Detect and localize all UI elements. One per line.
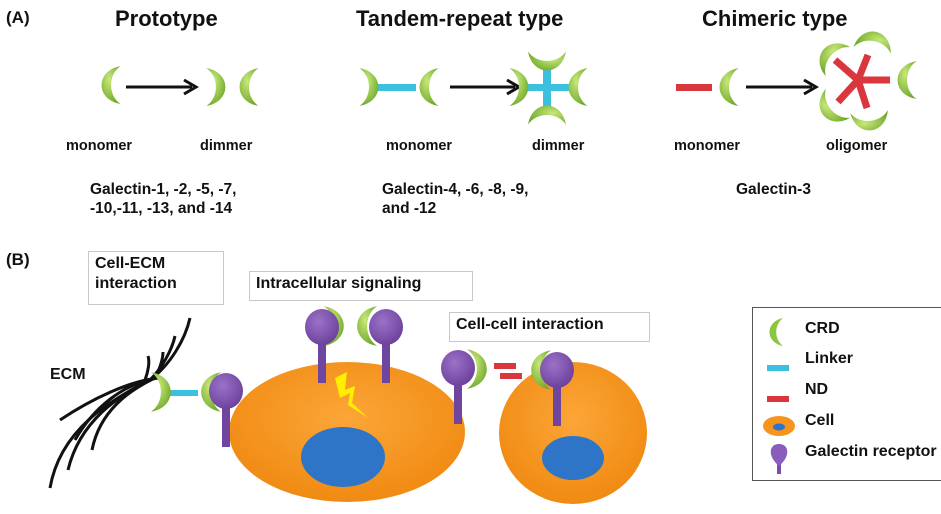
prototype-members-line1: Galectin-1, -2, -5, -7, — [90, 181, 237, 198]
arrow-prototype — [126, 78, 199, 96]
tandem-members-line2: and -12 — [382, 200, 437, 217]
chimeric-members-line1: Galectin-3 — [736, 181, 811, 198]
legend: CRD Linker ND Cell Galectin receptor — [752, 307, 941, 481]
cell-cell-galectin — [441, 349, 574, 426]
callout-cell-cell: Cell-cell interaction — [449, 312, 650, 342]
prototype-dimer-label: dimmer — [200, 138, 253, 154]
chimeric-oligomer — [832, 53, 890, 110]
chimeric-title: Chimeric type — [702, 6, 848, 31]
panel-b-label: (B) — [6, 250, 30, 269]
prototype-members-line2: -10,-11, -13, and -14 — [90, 200, 233, 217]
cell-ecm-galectin — [151, 372, 243, 447]
prototype-monomer-label: monomer — [66, 138, 133, 154]
legend-label-crd: CRD — [805, 320, 840, 337]
prototype-monomer — [101, 66, 121, 104]
tandem-members: Galectin-4, -6, -8, -9, and -12 — [382, 180, 528, 218]
legend-label-cell: Cell — [805, 412, 835, 429]
tandem-title: Tandem-repeat type — [356, 6, 564, 31]
crd-icon — [769, 318, 783, 346]
legend-label-linker: Linker — [805, 350, 854, 367]
arrow-tandem — [450, 78, 522, 96]
legend-icons — [763, 318, 795, 474]
signal-lightning — [335, 372, 368, 418]
prototype-members: Galectin-1, -2, -5, -7, -10,-11, -13, an… — [90, 180, 236, 218]
cell-small — [499, 362, 647, 504]
callout-cell-ecm-line1: Cell-ECM — [95, 255, 166, 272]
cell-icon — [763, 416, 795, 436]
galectin-receptor-icon — [770, 444, 788, 474]
tandem-dimer-label: dimmer — [532, 138, 585, 154]
chimeric-oligomer-label: oligomer — [826, 138, 888, 154]
prototype-dimer — [206, 68, 259, 106]
prototype-title: Prototype — [115, 6, 218, 31]
chimeric-members: Galectin-3 — [736, 180, 811, 199]
ecm-label: ECM — [50, 366, 86, 383]
linker-icon — [767, 365, 789, 371]
tandem-monomer — [359, 68, 439, 106]
ecm-fibers — [48, 317, 192, 489]
cell-large — [229, 362, 465, 502]
chimeric-monomer-label: monomer — [674, 138, 741, 154]
nd-icon — [767, 396, 789, 402]
legend-label-nd: ND — [805, 381, 829, 398]
tandem-members-line1: Galectin-4, -6, -8, -9, — [382, 181, 529, 198]
callout-cell-ecm-line2: interaction — [95, 275, 177, 292]
chimeric-monomer — [676, 68, 739, 106]
tandem-dimer — [509, 51, 588, 125]
legend-label-galectin-receptor: Galectin receptor — [805, 443, 937, 460]
tandem-monomer-label: monomer — [386, 138, 453, 154]
panel-a-label: (A) — [6, 8, 30, 27]
callout-cell-ecm: Cell-ECM interaction — [88, 251, 224, 305]
arrow-chimeric — [746, 78, 819, 96]
callout-intracellular: Intracellular signaling — [249, 271, 473, 301]
